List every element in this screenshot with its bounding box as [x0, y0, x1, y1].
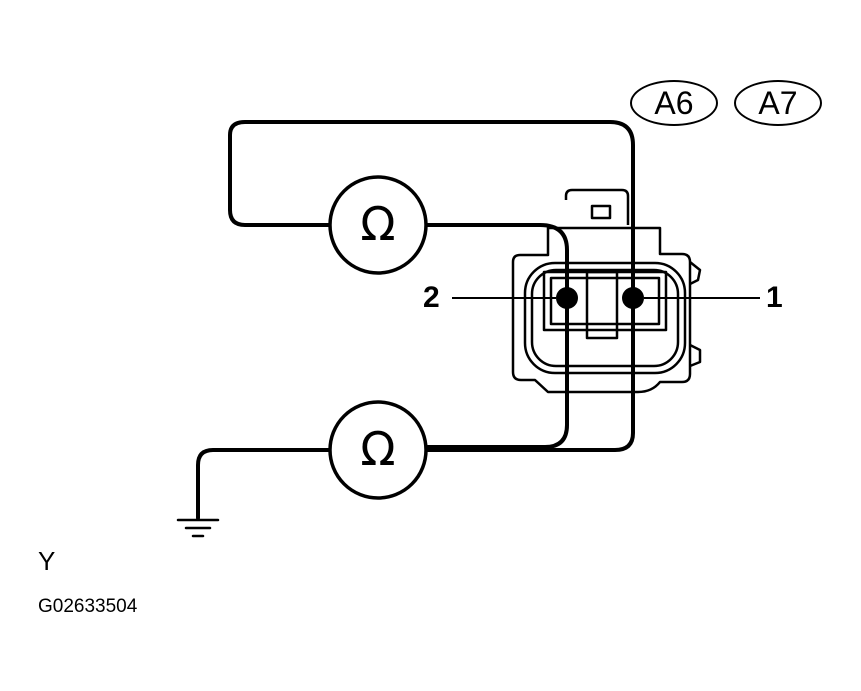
pin-1-dot: [622, 287, 644, 309]
ground-icon: [176, 518, 220, 538]
pin-2-label: 2: [423, 281, 440, 314]
upper-meter-to-pin2-wire: [425, 223, 569, 300]
upper-ohm-symbol: Ω: [360, 197, 396, 251]
pin-2-dot: [556, 287, 578, 309]
pin1-to-lower-meter-wire: [426, 296, 635, 452]
lower-meter-to-ground-wire: [196, 448, 332, 520]
upper-loop-wire: [228, 120, 635, 300]
caption-label: Y: [38, 546, 56, 576]
pin2-to-lower-meter-wire: [426, 296, 569, 449]
upper-ohmmeter-icon: [328, 175, 428, 275]
lower-ohm-symbol: Ω: [360, 422, 396, 476]
connector-badge-a7: A7: [734, 80, 822, 126]
figure-code-label: G02633504: [38, 596, 138, 617]
lower-ohmmeter-icon: [328, 400, 428, 500]
connector-badge-a6: A6: [630, 80, 718, 126]
pin-1-label: 1: [766, 281, 783, 314]
connector-housing: [511, 188, 702, 394]
